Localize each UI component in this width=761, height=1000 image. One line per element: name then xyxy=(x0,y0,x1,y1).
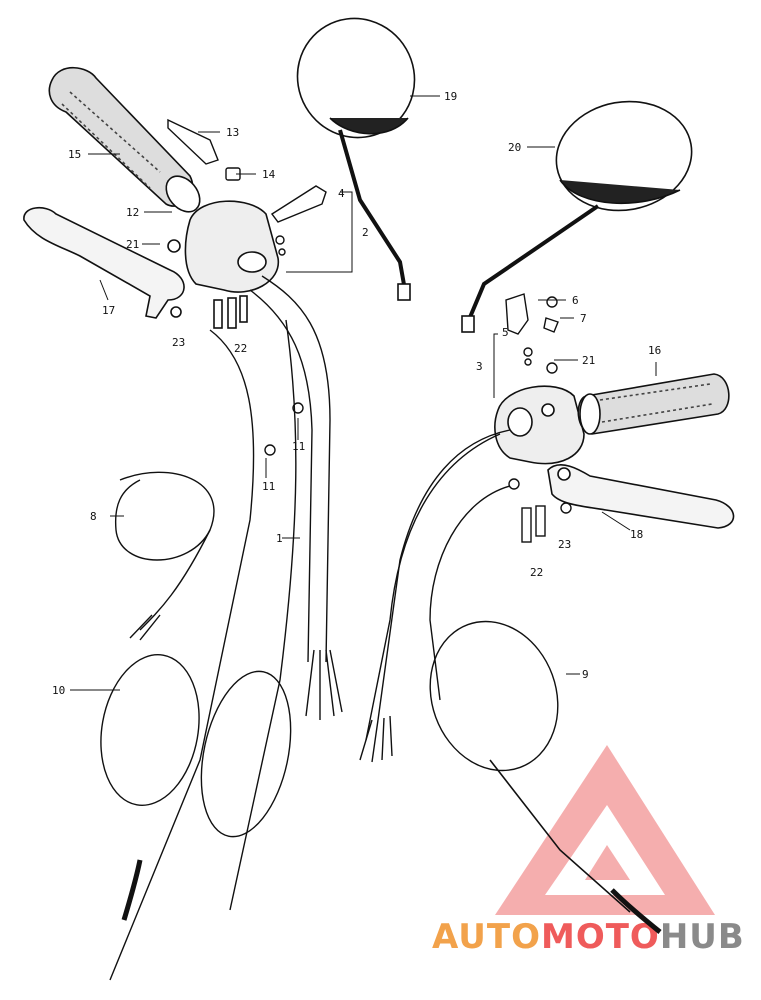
label-20: 20 xyxy=(508,141,521,154)
left-switch-housing xyxy=(184,200,279,329)
label-15: 15 xyxy=(68,148,81,161)
label-21a: 21 xyxy=(126,238,139,251)
label-12: 12 xyxy=(126,206,139,219)
right-mirror xyxy=(461,100,693,333)
label-6: 6 xyxy=(572,294,579,307)
label-21b: 21 xyxy=(582,354,595,367)
label-13: 13 xyxy=(226,126,239,139)
left-grip xyxy=(48,66,201,213)
label-16: 16 xyxy=(648,344,661,357)
label-7: 7 xyxy=(580,312,587,325)
label-9: 9 xyxy=(582,668,589,681)
label-4: 4 xyxy=(338,187,345,200)
label-22a: 22 xyxy=(234,342,247,355)
label-5: 5 xyxy=(502,326,509,339)
svg-text:AUTOMOTOHUB: AUTOMOTOHUB xyxy=(432,917,745,957)
label-3: 3 xyxy=(476,360,483,373)
left-cables xyxy=(100,275,343,981)
automotohub-logo: AUTOMOTOHUB xyxy=(432,745,745,957)
label-14: 14 xyxy=(262,168,276,181)
right-brake-lever xyxy=(547,464,735,529)
left-small-parts xyxy=(167,118,327,456)
label-11a: 11 xyxy=(292,440,305,453)
part-labels: 1 2 3 4 5 6 7 8 9 10 11 11 12 13 14 15 1… xyxy=(52,90,661,697)
left-clutch-lever xyxy=(23,207,185,319)
right-cables xyxy=(359,429,662,934)
logo-triangle-core xyxy=(585,845,630,880)
logo-text-auto: AUTO xyxy=(432,917,541,957)
leader-lines xyxy=(70,95,657,691)
label-8: 8 xyxy=(90,510,97,523)
right-grip xyxy=(577,373,730,435)
label-19: 19 xyxy=(444,90,457,103)
label-2: 2 xyxy=(362,226,369,239)
logo-text-hub: HUB xyxy=(660,917,745,957)
right-small-parts xyxy=(505,293,572,543)
label-1: 1 xyxy=(276,532,283,545)
label-18: 18 xyxy=(630,528,643,541)
left-mirror xyxy=(296,17,416,301)
label-23b: 23 xyxy=(558,538,571,551)
logo-text-moto: MOTO xyxy=(541,917,660,957)
label-22b: 22 xyxy=(530,566,543,579)
label-11b: 11 xyxy=(262,480,275,493)
label-17: 17 xyxy=(102,304,115,317)
label-10: 10 xyxy=(52,684,65,697)
label-23a: 23 xyxy=(172,336,185,349)
right-switch-housing xyxy=(494,385,585,465)
